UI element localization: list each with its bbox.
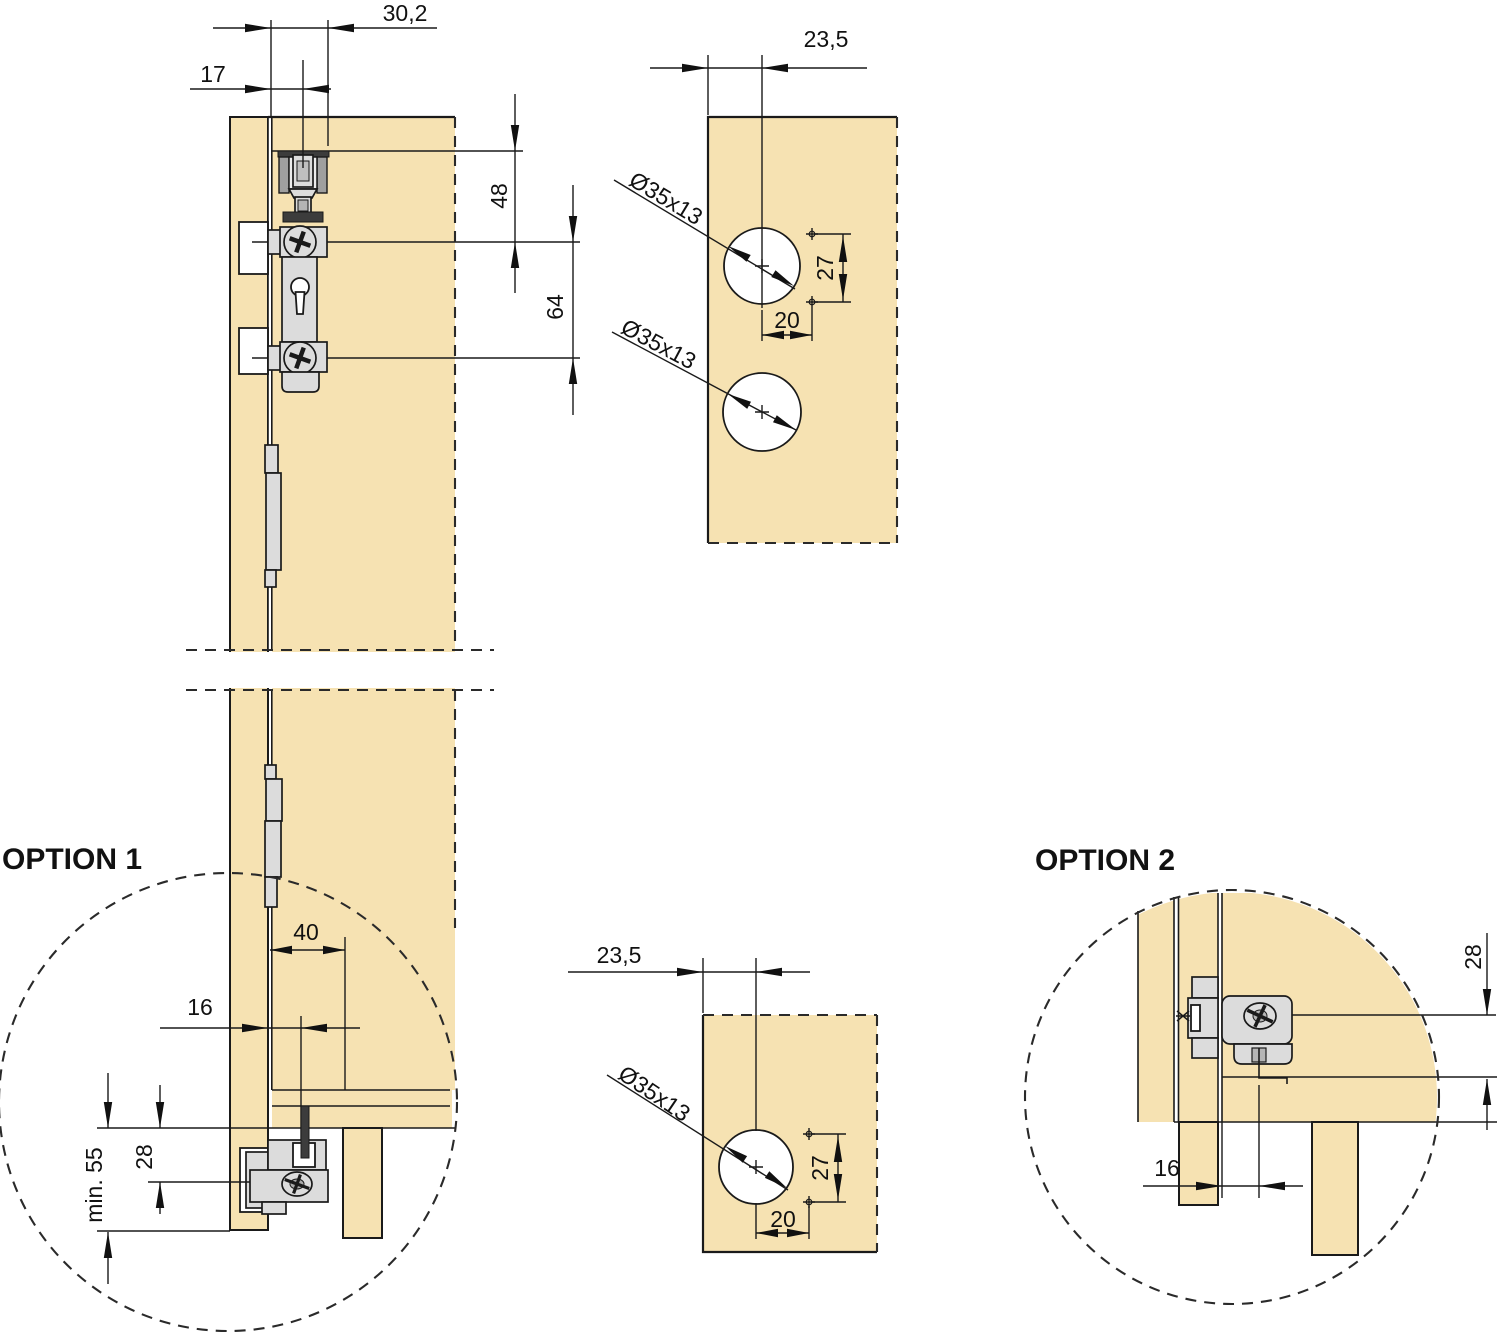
dim-label-center-to-screw-top: 20 [774, 307, 800, 333]
dimension-28-option2: 28 [1460, 933, 1492, 1130]
depth-stop-bracket [1258, 1048, 1288, 1084]
option1-detail: OPTION 1 40 16 min. 55 28 [0, 843, 458, 1332]
option2-door-bottom [1178, 1121, 1219, 1206]
guide-rail-segments [264, 444, 283, 908]
extension-lines [270, 20, 346, 1140]
dim-label-screw-pitch-bottom: 27 [807, 1155, 833, 1181]
hole-label-1: Ø35x13 [625, 166, 707, 230]
panel-gap [268, 117, 272, 650]
dimension-48: 48 [486, 94, 520, 293]
dim-label-edge-to-axis-opt2: 16 [1154, 1155, 1180, 1181]
dimension-40: 40 [270, 919, 345, 955]
dim-label-axis-to-top: 28 [1460, 944, 1486, 970]
dimension-20-top: 20 [761, 307, 813, 341]
main-elevation: 30,2 17 48 64 [97, 0, 580, 1239]
dim-label-door-to-roller: 17 [200, 61, 226, 87]
dimension-27-bottom: 27 [807, 1133, 846, 1203]
top-roller-carriage [277, 150, 330, 223]
hole-label-2: Ø35x13 [617, 314, 700, 375]
option2-detail-circle [1023, 888, 1441, 1306]
door-edge-lines [267, 117, 273, 1230]
dimension-23-5-top: 23,5 [650, 26, 867, 115]
option2-detail: OPTION 2 28 16 [1023, 844, 1497, 1306]
door-edge-lock-plate [267, 225, 328, 393]
dimension-min55: min. 55 [81, 1073, 113, 1284]
dimension-16-option1: 16 [160, 994, 360, 1033]
bottom-drilling-panel: 23,5 Ø35x13 27 20 [568, 942, 879, 1254]
dim-label-center-to-screw-bottom: 20 [770, 1206, 796, 1232]
dim-label-door-to-leg: 40 [293, 919, 319, 945]
bottom-panel-section [272, 1090, 452, 1128]
dimension-16-option2: 16 [1143, 1085, 1303, 1198]
dimension-64: 64 [542, 185, 578, 415]
dim-label-edge-to-axis-opt1: 16 [187, 994, 213, 1020]
option1-title: OPTION 1 [2, 843, 142, 876]
dimension-23-5-bottom: 23,5 [568, 942, 810, 1013]
phillips-screw-bottom [288, 346, 312, 370]
dimension-17: 17 [190, 61, 331, 94]
screw-pilot-marks-bottom [803, 1128, 815, 1208]
panel-break [186, 648, 494, 692]
mounting-notch-top [238, 221, 269, 275]
option2-leg [1311, 1121, 1359, 1256]
mounting-notch-mid [238, 327, 269, 375]
dim-label-carriage-width: 30,2 [383, 0, 428, 26]
dimension-27-top: 27 [812, 233, 851, 303]
hole-label-3: Ø35x13 [614, 1060, 695, 1127]
top-drilling-panel: 23,5 Ø35x13 Ø35x13 27 20 [611, 26, 899, 545]
dim-label-edge-to-center-bottom: 23,5 [597, 942, 642, 968]
phillips-screw-top [288, 230, 312, 254]
dimension-30-2: 30,2 [213, 0, 437, 33]
bottom-panel-lines [97, 1089, 455, 1232]
cabinet-leg [342, 1127, 383, 1239]
dim-label-screw-spacing: 64 [542, 294, 568, 320]
option1-detail-circle [0, 872, 458, 1332]
bottom-guide-hardware [245, 1105, 329, 1215]
dimension-28-option1: 28 [131, 1085, 250, 1214]
adjustment-mark [1176, 1010, 1190, 1022]
dim-label-screw-pitch-top: 27 [812, 255, 838, 281]
dim-label-panel-to-axis: 28 [131, 1144, 157, 1170]
dimension-20-bottom: 20 [756, 1206, 810, 1239]
option2-title: OPTION 2 [1035, 844, 1175, 877]
dim-label-min-height: min. 55 [81, 1147, 107, 1222]
dim-label-edge-to-center-top: 23,5 [804, 26, 849, 52]
option2-hinge [1176, 976, 1293, 1084]
dim-label-top-to-screw1: 48 [486, 183, 512, 209]
option2-panel-edges [1137, 893, 1223, 1122]
